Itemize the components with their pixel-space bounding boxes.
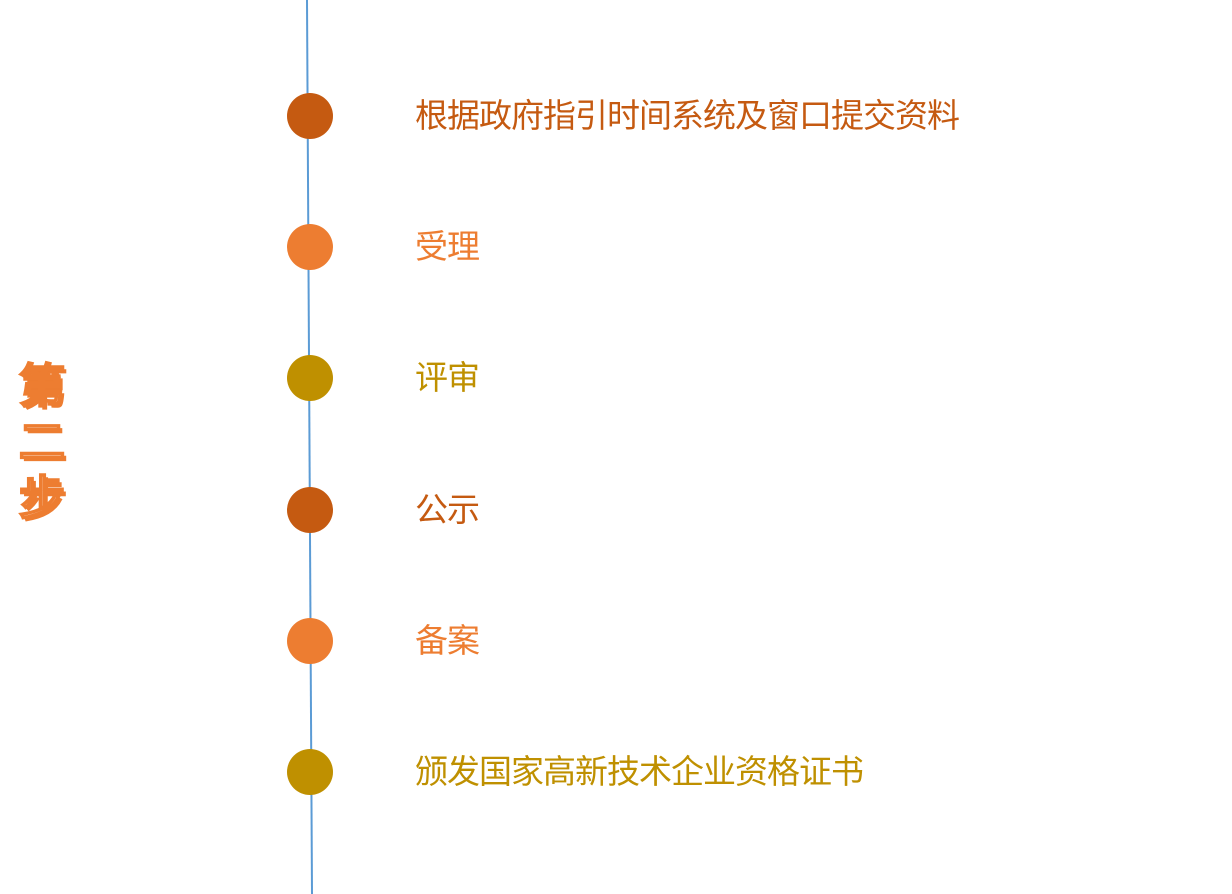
step-title-char-1: 第 [18, 358, 66, 414]
timeline-node-2 [287, 224, 333, 270]
timeline-item-submit-materials: 根据政府指引时间系统及窗口提交资料 [415, 96, 960, 135]
step-title-char-3: 步 [18, 470, 66, 526]
timeline-node-5 [287, 618, 333, 664]
timeline-node-1 [287, 93, 333, 139]
timeline-item-acceptance: 受理 [415, 227, 480, 266]
timeline-node-4 [287, 487, 333, 533]
timeline-item-filing: 备案 [415, 621, 480, 660]
timeline-item-certificate: 颁发国家高新技术企业资格证书 [415, 752, 864, 791]
timeline-node-3 [287, 355, 333, 401]
timeline-item-publicity: 公示 [415, 490, 480, 529]
timeline-node-6 [287, 749, 333, 795]
step-title: 第 二 步 [12, 358, 72, 526]
step-title-char-2: 二 [18, 414, 66, 470]
timeline-item-review: 评审 [415, 358, 480, 397]
